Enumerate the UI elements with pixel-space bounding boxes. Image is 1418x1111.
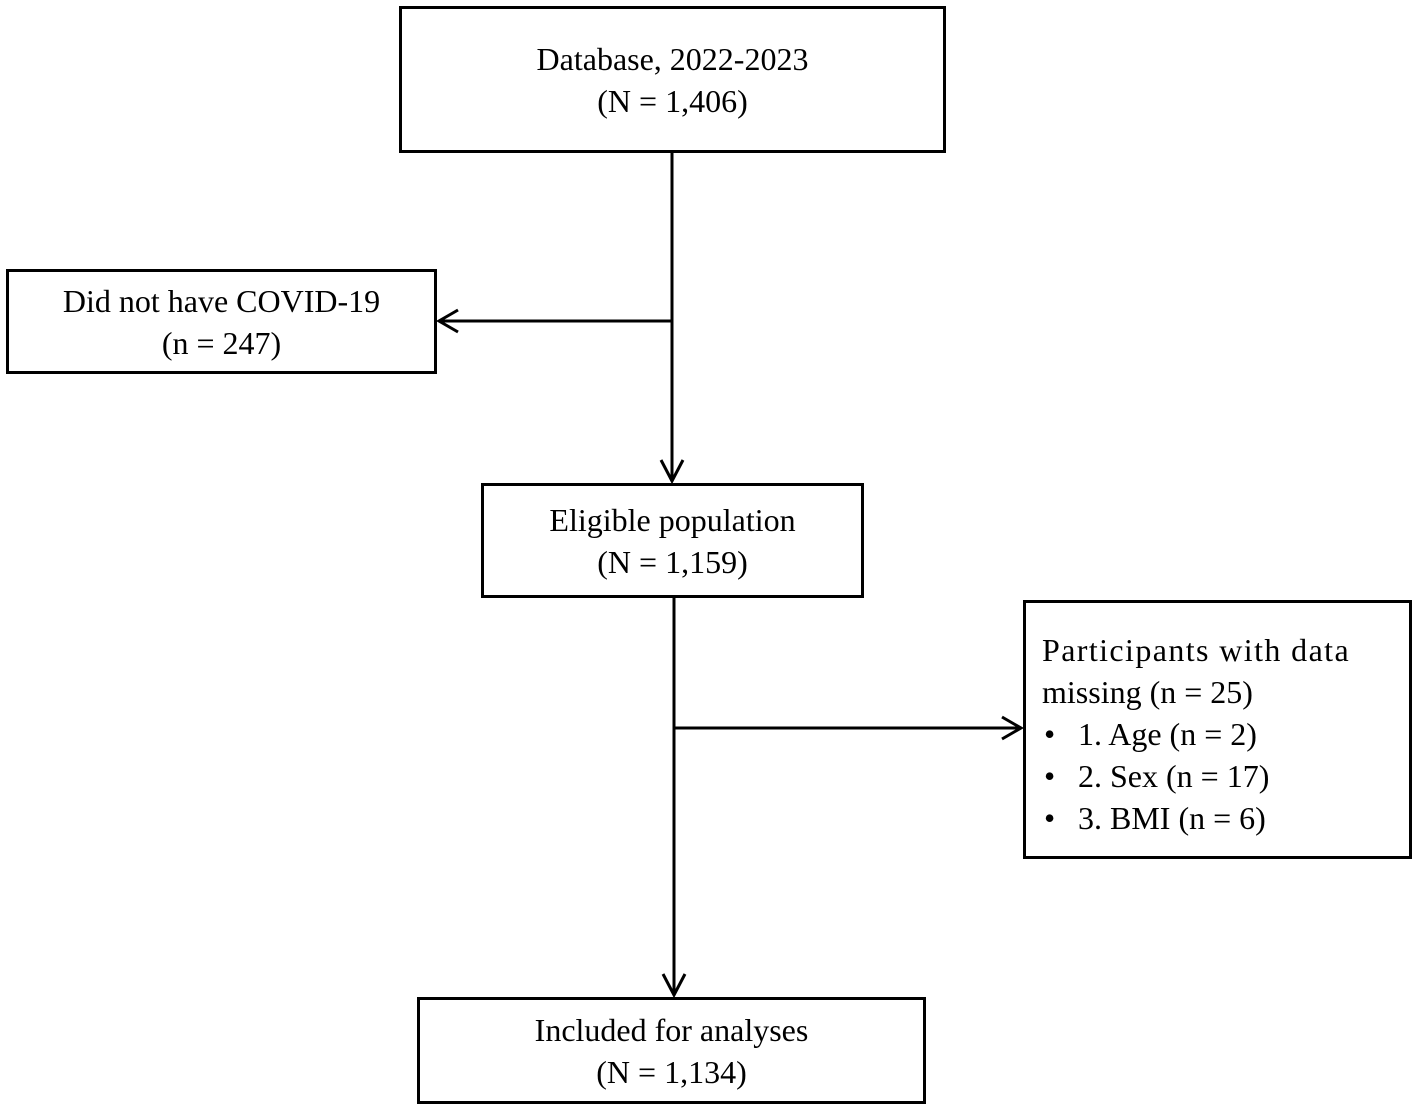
excluded-box: Did not have COVID-19 (n = 247) bbox=[6, 269, 437, 374]
arrowhead-included bbox=[661, 973, 687, 999]
missing-item-bmi: 3. BMI (n = 6) bbox=[1078, 800, 1266, 836]
list-item: • 1. Age (n = 2) bbox=[1042, 713, 1269, 755]
bullet-icon: • bbox=[1044, 758, 1056, 794]
included-count: (N = 1,134) bbox=[596, 1053, 747, 1090]
arrowhead-missing bbox=[1001, 715, 1024, 741]
arrowhead-excluded bbox=[436, 308, 459, 334]
eligible-count: (N = 1,159) bbox=[597, 543, 748, 580]
included-label: Included for analyses bbox=[534, 1011, 809, 1048]
database-box: Database, 2022-2023 (N = 1,406) bbox=[399, 6, 946, 153]
list-item: • 3. BMI (n = 6) bbox=[1042, 797, 1269, 839]
excluded-label: Did not have COVID-19 bbox=[62, 282, 381, 319]
eligible-label: Eligible population bbox=[549, 501, 796, 538]
list-item: • 2. Sex (n = 17) bbox=[1042, 755, 1269, 797]
missing-item-sex: 2. Sex (n = 17) bbox=[1078, 758, 1270, 794]
missing-item-age: 1. Age (n = 2) bbox=[1078, 716, 1257, 752]
missing-heading: Participants with data bbox=[1042, 632, 1351, 668]
arrowhead-eligible bbox=[659, 459, 685, 485]
missing-data-box: Participants with data missing (n = 25) … bbox=[1023, 600, 1412, 859]
included-box: Included for analyses (N = 1,134) bbox=[417, 997, 926, 1104]
eligible-box: Eligible population (N = 1,159) bbox=[481, 483, 864, 598]
missing-list: • 1. Age (n = 2) • 2. Sex (n = 17) • 3. BMI… bbox=[1042, 713, 1269, 839]
database-label: Database, 2022-2023 bbox=[536, 40, 809, 77]
excluded-count: (n = 247) bbox=[161, 324, 282, 361]
bullet-icon: • bbox=[1044, 716, 1056, 752]
bullet-icon: • bbox=[1044, 800, 1056, 836]
database-count: (N = 1,406) bbox=[597, 82, 748, 119]
missing-count: missing (n = 25) bbox=[1042, 674, 1253, 710]
